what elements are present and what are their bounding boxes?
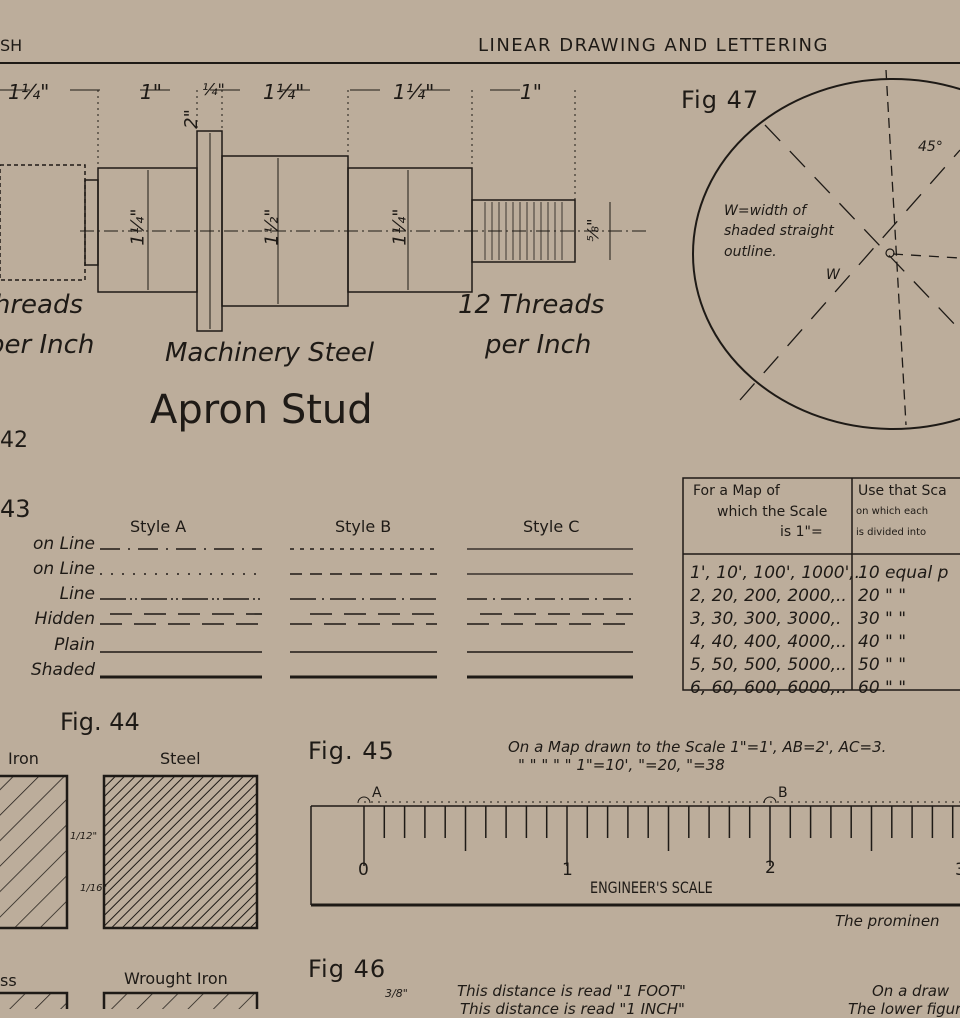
diameter-4: 1¼" [389, 208, 411, 246]
table-cell-scale: 3, 30, 300, 3000,. [690, 609, 842, 629]
right-threads-line1: 12 Threads [458, 290, 605, 320]
style-c: Style C [523, 517, 580, 536]
style-b: Style B [335, 517, 392, 536]
steel-section [102, 774, 259, 930]
dim-5: 1¼" [393, 80, 435, 104]
table-header-2-line1: Use that Sca [858, 483, 947, 499]
table-cell-divisions: 50 " " [858, 655, 907, 675]
angle-label: 45° [918, 139, 943, 155]
table-cell-divisions: 30 " " [858, 609, 907, 629]
point-b: B [778, 785, 788, 801]
scale-number-0: 0 [358, 860, 369, 880]
fig45-label: Fig. 45 [308, 737, 395, 765]
material-brass: ss [0, 971, 17, 990]
circle-outline [692, 78, 960, 430]
scale-name: ENGINEER'S SCALE [590, 878, 713, 897]
wrought-iron-section [102, 991, 259, 1009]
dim-1: 1¼" [8, 80, 50, 104]
fig46-right-line1: On a draw [872, 982, 950, 1000]
left-thread [0, 164, 86, 281]
center-point [885, 248, 895, 258]
diameter-1: 1¼" [127, 208, 149, 246]
iron-spacing: 1/12" [70, 831, 98, 842]
line-styles-drawing [100, 548, 633, 679]
table-cell-divisions: 40 " " [858, 632, 907, 652]
row-label: Line [59, 584, 95, 604]
material-iron: Iron [8, 749, 39, 768]
horizontal-radius [892, 253, 960, 259]
point-a: A [372, 785, 382, 801]
fig43-number: 43 [0, 495, 31, 523]
row-label: Shaded [30, 660, 95, 680]
fig45-note: The prominen [835, 912, 940, 930]
fig46-label: Fig 46 [308, 955, 387, 983]
style-a: Style A [130, 517, 187, 536]
dim-4: 1¼" [263, 80, 305, 104]
fig44-label: Fig. 44 [60, 708, 140, 736]
table-cell-divisions: 10 equal p [858, 563, 949, 583]
right-threads-line2: per Inch [485, 330, 592, 360]
diameter-arrows [147, 133, 611, 329]
table-header-2-line3: is divided into [856, 527, 927, 538]
left-threads-line1: Threads [0, 290, 84, 320]
row-label: Plain [54, 635, 95, 655]
scale-number-1: 1 [562, 860, 573, 880]
diagonal-2 [739, 149, 960, 401]
steel-spacing: 1/16" [80, 883, 108, 894]
note-line2: shaded straight [724, 223, 834, 239]
running-header-left: SH [0, 36, 23, 55]
table-header-1-line2: which the Scale [717, 504, 828, 520]
fig47-label: Fig 47 [681, 86, 760, 114]
scale-table-frame [682, 477, 960, 691]
diameter-2: 2" [180, 109, 202, 129]
table-cell-scale: 2, 20, 200, 2000,.. [690, 586, 847, 606]
material-label: Machinery Steel [165, 338, 375, 368]
note-line1: W=width of [724, 203, 807, 219]
w-label: W [826, 267, 840, 283]
table-cell-scale: 4, 40, 400, 4000,.. [690, 632, 847, 652]
material-wrought-iron: Wrought Iron [124, 969, 228, 988]
scale-number-3: 3 [955, 862, 960, 879]
apron-stud-drawing [0, 89, 650, 332]
table-cell-scale: 6, 60, 600, 6000,.. [690, 678, 847, 698]
note-line3: outline. [724, 244, 777, 260]
fig46-dimension: 3/8" [385, 987, 408, 1000]
left-threads-line2: per Inch [0, 330, 95, 360]
fig46-line1: This distance is read "1 FOOT" [457, 982, 686, 1000]
diameter-3: 1½" [261, 208, 283, 246]
table-header-1-line3: is 1"= [780, 524, 823, 540]
scale-number-2: 2 [765, 858, 776, 878]
fig42-number: 42 [0, 428, 28, 453]
neck [84, 179, 99, 266]
table-cell-scale: 1', 10', 100', 1000',.. [690, 563, 866, 583]
iron-section [0, 774, 69, 930]
table-cell-divisions: 60 " " [858, 678, 907, 698]
diameter-5: ⅝" [583, 218, 603, 242]
table-cell-divisions: 20 " " [858, 586, 907, 606]
engineers-scale-ruler [310, 796, 960, 907]
fig47-circle-drawing [692, 69, 960, 430]
table-header-1-line1: For a Map of [693, 483, 780, 499]
table-cell-scale: 5, 50, 500, 5000,.. [690, 655, 847, 675]
running-header-title: LINEAR DRAWING AND LETTERING [478, 35, 829, 56]
row-label: on Line [32, 534, 95, 554]
vertical-diameter [885, 69, 907, 426]
dim-2: 1" [140, 80, 162, 104]
fig45-caption-2: " " " " " 1"=10', "=20, "=38 [518, 756, 725, 774]
row-label: Hidden [34, 609, 95, 629]
row-label: on Line [32, 559, 95, 579]
fig46-line2: This distance is read "1 INCH" [460, 1000, 685, 1018]
dim-6: 1" [520, 80, 542, 104]
drawing-title: Apron Stud [150, 387, 373, 433]
table-header-2-line2: on which each [856, 506, 929, 517]
dim-3: ¼" [202, 80, 225, 99]
extension-lines [97, 90, 576, 200]
brass-section [0, 991, 69, 1009]
material-steel: Steel [160, 749, 201, 768]
fig46-right-line2: The lower figure [848, 1000, 960, 1018]
fig45-caption-1: On a Map drawn to the Scale 1"=1', AB=2'… [508, 738, 887, 756]
diagonal-1 [764, 124, 960, 331]
